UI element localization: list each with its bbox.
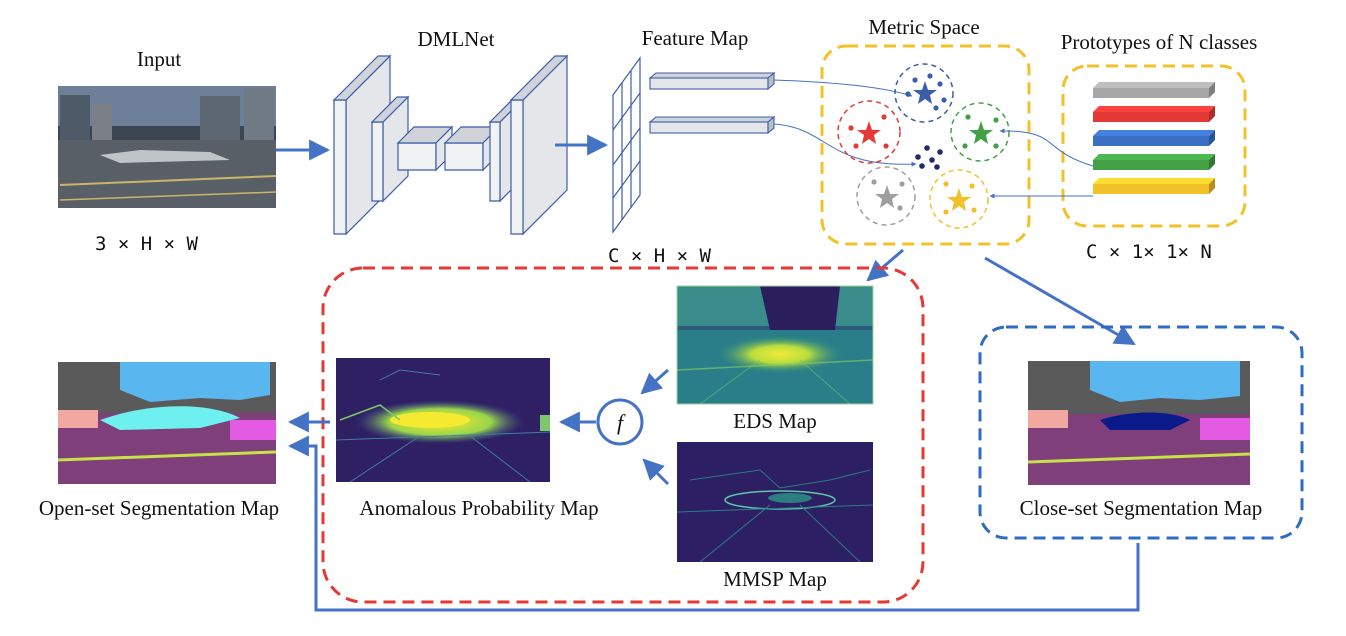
anomaly-group-frame [321, 266, 925, 604]
prototype-bar-side [1209, 130, 1215, 146]
input-image [58, 86, 277, 208]
arrow-mmsp-to-fusion [642, 458, 670, 486]
prototype-bar-side [1209, 178, 1215, 194]
mmsp-map-image [676, 442, 874, 563]
openset-map-label: Open-set Segmentation Map [39, 496, 279, 520]
openset-map-image [57, 362, 277, 484]
closeset-map-image [1027, 361, 1251, 485]
prototype-bar-top [1093, 106, 1215, 112]
dmlnet-encoder-decoder [332, 54, 569, 236]
arrow-eds-to-fusion [640, 368, 669, 395]
arrow-space-to-closeset [984, 256, 1136, 346]
class-cluster-gray [856, 166, 916, 226]
fusion-icon [596, 398, 644, 446]
closeset-map-label: Close-set Segmentation Map [1020, 496, 1263, 520]
prototype-bar [1093, 136, 1209, 146]
unknown-points [915, 145, 943, 170]
class-cluster-blue [894, 63, 954, 123]
prototype-bar-side [1209, 154, 1215, 170]
arrow-vector2-to-space [773, 123, 917, 167]
prototype-bars [1093, 82, 1215, 194]
class-cluster-green [950, 102, 1010, 162]
feature-vectors [648, 71, 776, 135]
star-icon [947, 188, 971, 211]
arrow-closeset-to-openset [287, 435, 1140, 612]
star-icon [969, 121, 993, 144]
metric-space-frame [820, 44, 1031, 246]
input-title: Input [137, 47, 181, 71]
anomalous-map-label: Anomalous Probability Map [359, 496, 598, 520]
prototype-bar-side [1209, 106, 1215, 122]
eds-map-image [676, 285, 874, 405]
eds-map-label: EDS Map [733, 409, 816, 433]
star-icon [857, 121, 881, 144]
prototypes-frame [1061, 64, 1247, 228]
prototypes-title: Prototypes of N classes [1061, 30, 1258, 54]
prototype-bar [1093, 112, 1209, 122]
star-icon [875, 185, 899, 208]
fusion-symbol: f [617, 410, 626, 435]
prototype-bar-top [1093, 130, 1215, 136]
feature-dims: C × H × W [608, 245, 712, 267]
feature-map-title: Feature Map [642, 26, 749, 50]
prototype-bar-top [1093, 154, 1215, 160]
arrow-space-to-eds [866, 248, 904, 282]
prototype-bar [1093, 160, 1209, 170]
prototype-bar-top [1093, 82, 1215, 88]
star-icon [913, 81, 937, 104]
mmsp-map-label: MMSP Map [723, 567, 827, 591]
dmlnet-title: DMLNet [418, 27, 495, 51]
arrow-vector1-to-space [773, 79, 913, 98]
prototype-bar-side [1209, 82, 1215, 98]
input-dims: 3 × H × W [95, 233, 199, 255]
prototype-bar-top [1093, 178, 1215, 184]
arrow-green-prototype [999, 128, 1094, 167]
prototype-bar [1093, 184, 1209, 194]
closeset-frame [978, 325, 1304, 540]
anomalous-map-image [335, 358, 551, 483]
class-cluster-red [837, 100, 901, 164]
metric-space-title: Metric Space [868, 15, 979, 39]
prototype-bar [1093, 88, 1209, 98]
feature-map-grid [612, 56, 641, 234]
class-cluster-yellow [929, 169, 989, 229]
prototype-dims: C × 1× 1× N [1086, 241, 1212, 263]
